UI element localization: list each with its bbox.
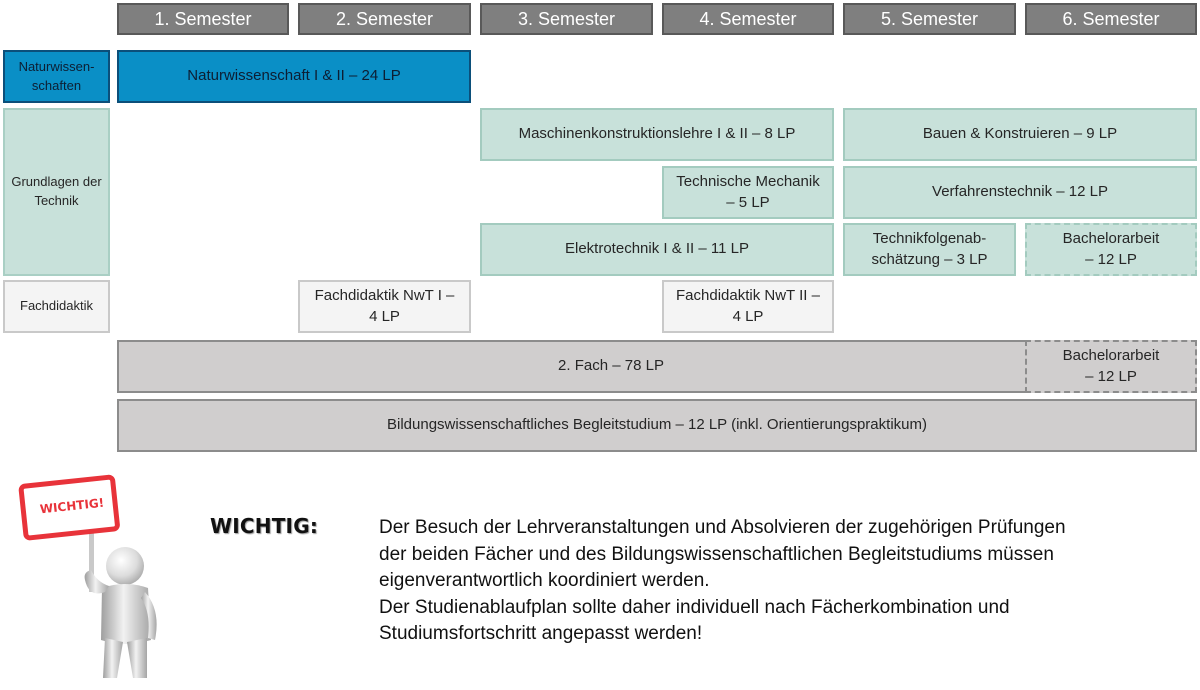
module-label: 2. Fach – 78 LP [558, 357, 664, 375]
person-holding-sign-icon: WICHTIG! [5, 470, 180, 685]
module-bachelorarbeit-fach2: Bachelorarbeit – 12 LP [1025, 340, 1197, 393]
category-fachdidaktik: Fachdidaktik [3, 280, 110, 333]
module-label-line: Bachelorarbeit [1062, 347, 1160, 365]
module-maschinenkonstruktion: Maschinenkonstruktionslehre I & II – 8 L… [480, 108, 834, 161]
module-bildungswissenschaften: Bildungswissenschaftliches Begleitstudiu… [117, 399, 1197, 452]
module-bauen-konstruieren: Bauen & Konstruieren – 9 LP [843, 108, 1197, 161]
module-label-line: 4 LP [369, 307, 400, 325]
category-label-line: schaften [31, 77, 82, 93]
notice-text: Der Besuch der Lehrveranstaltungen und A… [379, 515, 1194, 648]
module-label-line: Bachelorarbeit [1062, 230, 1160, 248]
module-label-line: Technikfolgenab- [872, 230, 987, 248]
notice-line: eigenverantwortlich koordiniert werden. [379, 570, 710, 591]
module-zweites-fach: 2. Fach – 78 LP [117, 340, 1197, 393]
module-bachelorarbeit-technik: Bachelorarbeit – 12 LP [1025, 223, 1197, 276]
module-label-line: Technische Mechanik [676, 173, 820, 191]
module-fachdidaktik-2: Fachdidaktik NwT II – 4 LP [662, 280, 834, 333]
module-naturwissenschaft: Naturwissenschaft I & II – 24 LP [117, 50, 471, 103]
module-label-line: – 12 LP [1085, 367, 1137, 385]
notice-title: WICHTIG: [210, 514, 319, 538]
category-label-line: Technik [34, 193, 79, 208]
module-fachdidaktik-1: Fachdidaktik NwT I – 4 LP [298, 280, 471, 333]
category-label-line: Grundlagen der [11, 174, 102, 190]
semester-header-2: 2. Semester [298, 3, 471, 35]
module-technische-mechanik: Technische Mechanik – 5 LP [662, 166, 834, 219]
module-label-line: – 12 LP [1085, 250, 1137, 268]
notice-line: der beiden Fächer und des Bildungswissen… [379, 543, 1054, 565]
module-technikfolgenabschaetzung: Technikfolgenab-schätzung – 3 LP [843, 223, 1016, 276]
module-label-line: schätzung – 3 LP [871, 250, 988, 268]
semester-header-5: 5. Semester [843, 3, 1016, 35]
notice-line: Der Besuch der Lehrveranstaltungen und A… [379, 517, 1066, 538]
module-label-line: Fachdidaktik NwT II – [676, 287, 820, 305]
module-label-line: – 5 LP [726, 193, 770, 211]
notice-line: Der Studienablaufplan sollte daher indiv… [379, 596, 1010, 618]
module-label-line: Fachdidaktik NwT I – [314, 287, 455, 305]
semester-header-6: 6. Semester [1025, 3, 1197, 35]
figure-illustration [18, 474, 157, 678]
category-naturwissenschaften: Naturwissen-schaften [3, 50, 110, 103]
module-elektrotechnik: Elektrotechnik I & II – 11 LP [480, 223, 834, 276]
category-label-line: Naturwissen- [18, 58, 95, 74]
module-label-line: 4 LP [732, 307, 764, 325]
module-verfahrenstechnik: Verfahrenstechnik – 12 LP [843, 166, 1197, 219]
notice-line: Studiumsfortschritt angepasst werden! [379, 623, 703, 644]
semester-header-1: 1. Semester [117, 3, 289, 35]
semester-header-4: 4. Semester [662, 3, 834, 35]
semester-header-3: 3. Semester [480, 3, 653, 35]
